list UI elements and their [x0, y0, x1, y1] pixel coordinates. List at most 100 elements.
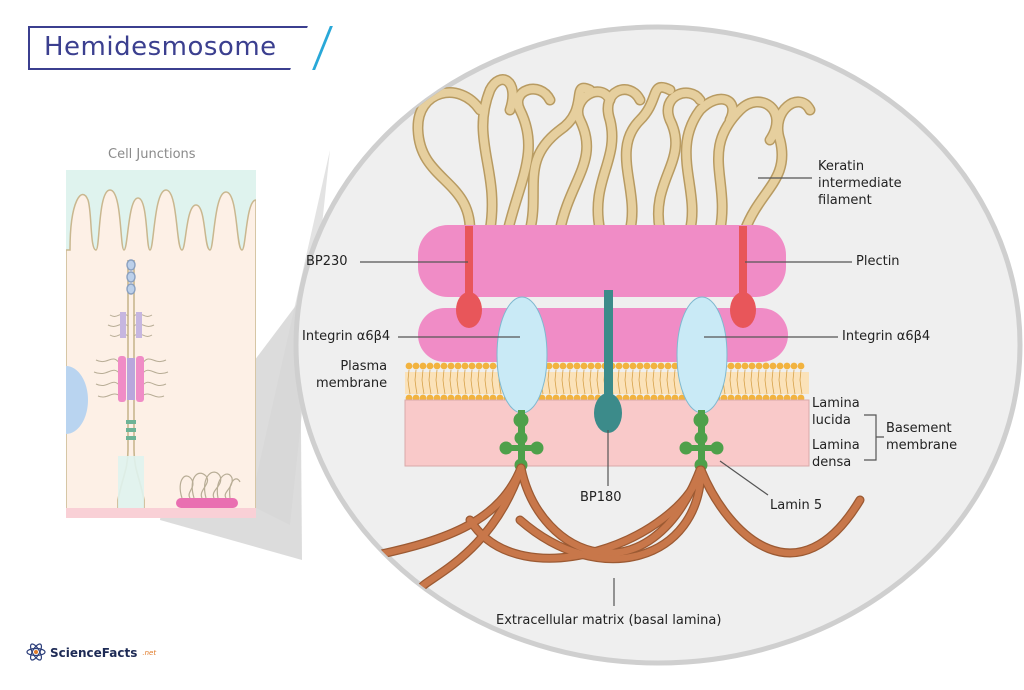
lipid-tail [575, 369, 579, 395]
lipid-head [489, 362, 497, 370]
lipid-tail [792, 369, 796, 395]
lipid-head [580, 362, 588, 370]
lipid-head [657, 362, 665, 370]
lipid-tail [470, 369, 474, 395]
lipid-tail [582, 369, 586, 395]
plectin-stalk [739, 226, 747, 302]
lipid-tail [449, 369, 453, 395]
lipid-tail [624, 369, 628, 395]
label-plasma-line1: Plasma [340, 359, 388, 374]
bp180-head [594, 393, 622, 433]
lipid-tail [463, 369, 467, 395]
lipid-head [671, 362, 679, 370]
label-keratin-line3: filament [818, 193, 872, 208]
lipid-head [790, 362, 798, 370]
lipid-tail [596, 369, 600, 395]
lipid-tail [428, 369, 432, 395]
lipid-tail [435, 369, 439, 395]
lipid-tail [673, 369, 677, 395]
lipid-head [769, 362, 777, 370]
lipid-head [636, 362, 644, 370]
lipid-head [741, 362, 749, 370]
ecm-fibers [367, 463, 865, 595]
label-integrin-right: Integrin α6β4 [842, 329, 931, 344]
lipid-tail [631, 369, 635, 395]
lipid-head [615, 362, 623, 370]
lipid-tail [456, 369, 460, 395]
lipid-tail [442, 369, 446, 395]
lipid-tail [645, 369, 649, 395]
label-lucida-line2: lucida [812, 413, 851, 428]
lipid-head [559, 362, 567, 370]
lipid-head [545, 362, 553, 370]
lipid-head [797, 362, 805, 370]
outer-plaque [418, 225, 786, 297]
lipid-tail [729, 369, 733, 395]
lipid-tail [638, 369, 642, 395]
lipid-head [783, 362, 791, 370]
bp180-stalk [604, 290, 613, 408]
lipid-tail [799, 369, 803, 395]
label-lamin5: Lamin 5 [770, 498, 823, 513]
title-box: Hemidesmosome [28, 26, 333, 70]
lipid-head [475, 362, 483, 370]
lipid-head [755, 362, 763, 370]
keratin-filaments [412, 74, 816, 236]
label-keratin: Keratin intermediate filament [818, 158, 902, 209]
label-basement-line2: membrane [886, 438, 958, 453]
lipid-tail [414, 369, 418, 395]
lipid-head [776, 362, 784, 370]
lipid-head [454, 362, 462, 370]
bp230-head [456, 292, 482, 328]
inset-label: Cell Junctions [108, 147, 196, 162]
logo-suffix: .net [142, 649, 157, 657]
lipid-head [468, 362, 476, 370]
label-lamina-lucida: Lamina lucida [812, 395, 860, 429]
lipid-head [664, 362, 672, 370]
lipid-tail [771, 369, 775, 395]
lipid-head [727, 362, 735, 370]
lipid-head [643, 362, 651, 370]
lipid-tail [743, 369, 747, 395]
lipid-tail [617, 369, 621, 395]
lipid-head [734, 362, 742, 370]
lipid-head [426, 362, 434, 370]
lipid-head [482, 362, 490, 370]
lipid-tail [652, 369, 656, 395]
label-lamina-densa: Lamina densa [812, 437, 860, 471]
lipid-tail [561, 369, 565, 395]
integrin-right [676, 296, 728, 414]
lipid-tail [757, 369, 761, 395]
lipid-head [447, 362, 455, 370]
label-ecm: Extracellular matrix (basal lamina) [496, 613, 722, 628]
lipid-tail [477, 369, 481, 395]
label-plasma-line2: membrane [316, 376, 388, 391]
leader-lines [360, 177, 884, 606]
lipid-tail [568, 369, 572, 395]
lipid-tail [659, 369, 663, 395]
lipid-head [433, 362, 441, 370]
lipid-head [748, 362, 756, 370]
lipid-head [762, 362, 770, 370]
lipid-tail [491, 369, 495, 395]
lipid-head [440, 362, 448, 370]
lipid-tail [736, 369, 740, 395]
lipid-head [405, 362, 413, 370]
logo-text: ScienceFacts [50, 646, 138, 660]
lipid-tail [764, 369, 768, 395]
label-plasma-membrane: Plasma membrane [316, 358, 387, 392]
lipid-tail [778, 369, 782, 395]
label-basement-line1: Basement [886, 421, 952, 436]
lipid-head [552, 362, 560, 370]
cell-junctions-inset [66, 170, 256, 518]
lipid-head [461, 362, 469, 370]
plectin-head [730, 292, 756, 328]
lipid-tail [785, 369, 789, 395]
label-keratin-line2: intermediate [818, 176, 902, 191]
lipid-tail [484, 369, 488, 395]
label-integrin-left: Integrin α6β4 [302, 329, 391, 344]
atom-icon [26, 643, 46, 661]
label-lucida-line1: Lamina [812, 396, 860, 411]
label-bp180: BP180 [580, 490, 622, 505]
